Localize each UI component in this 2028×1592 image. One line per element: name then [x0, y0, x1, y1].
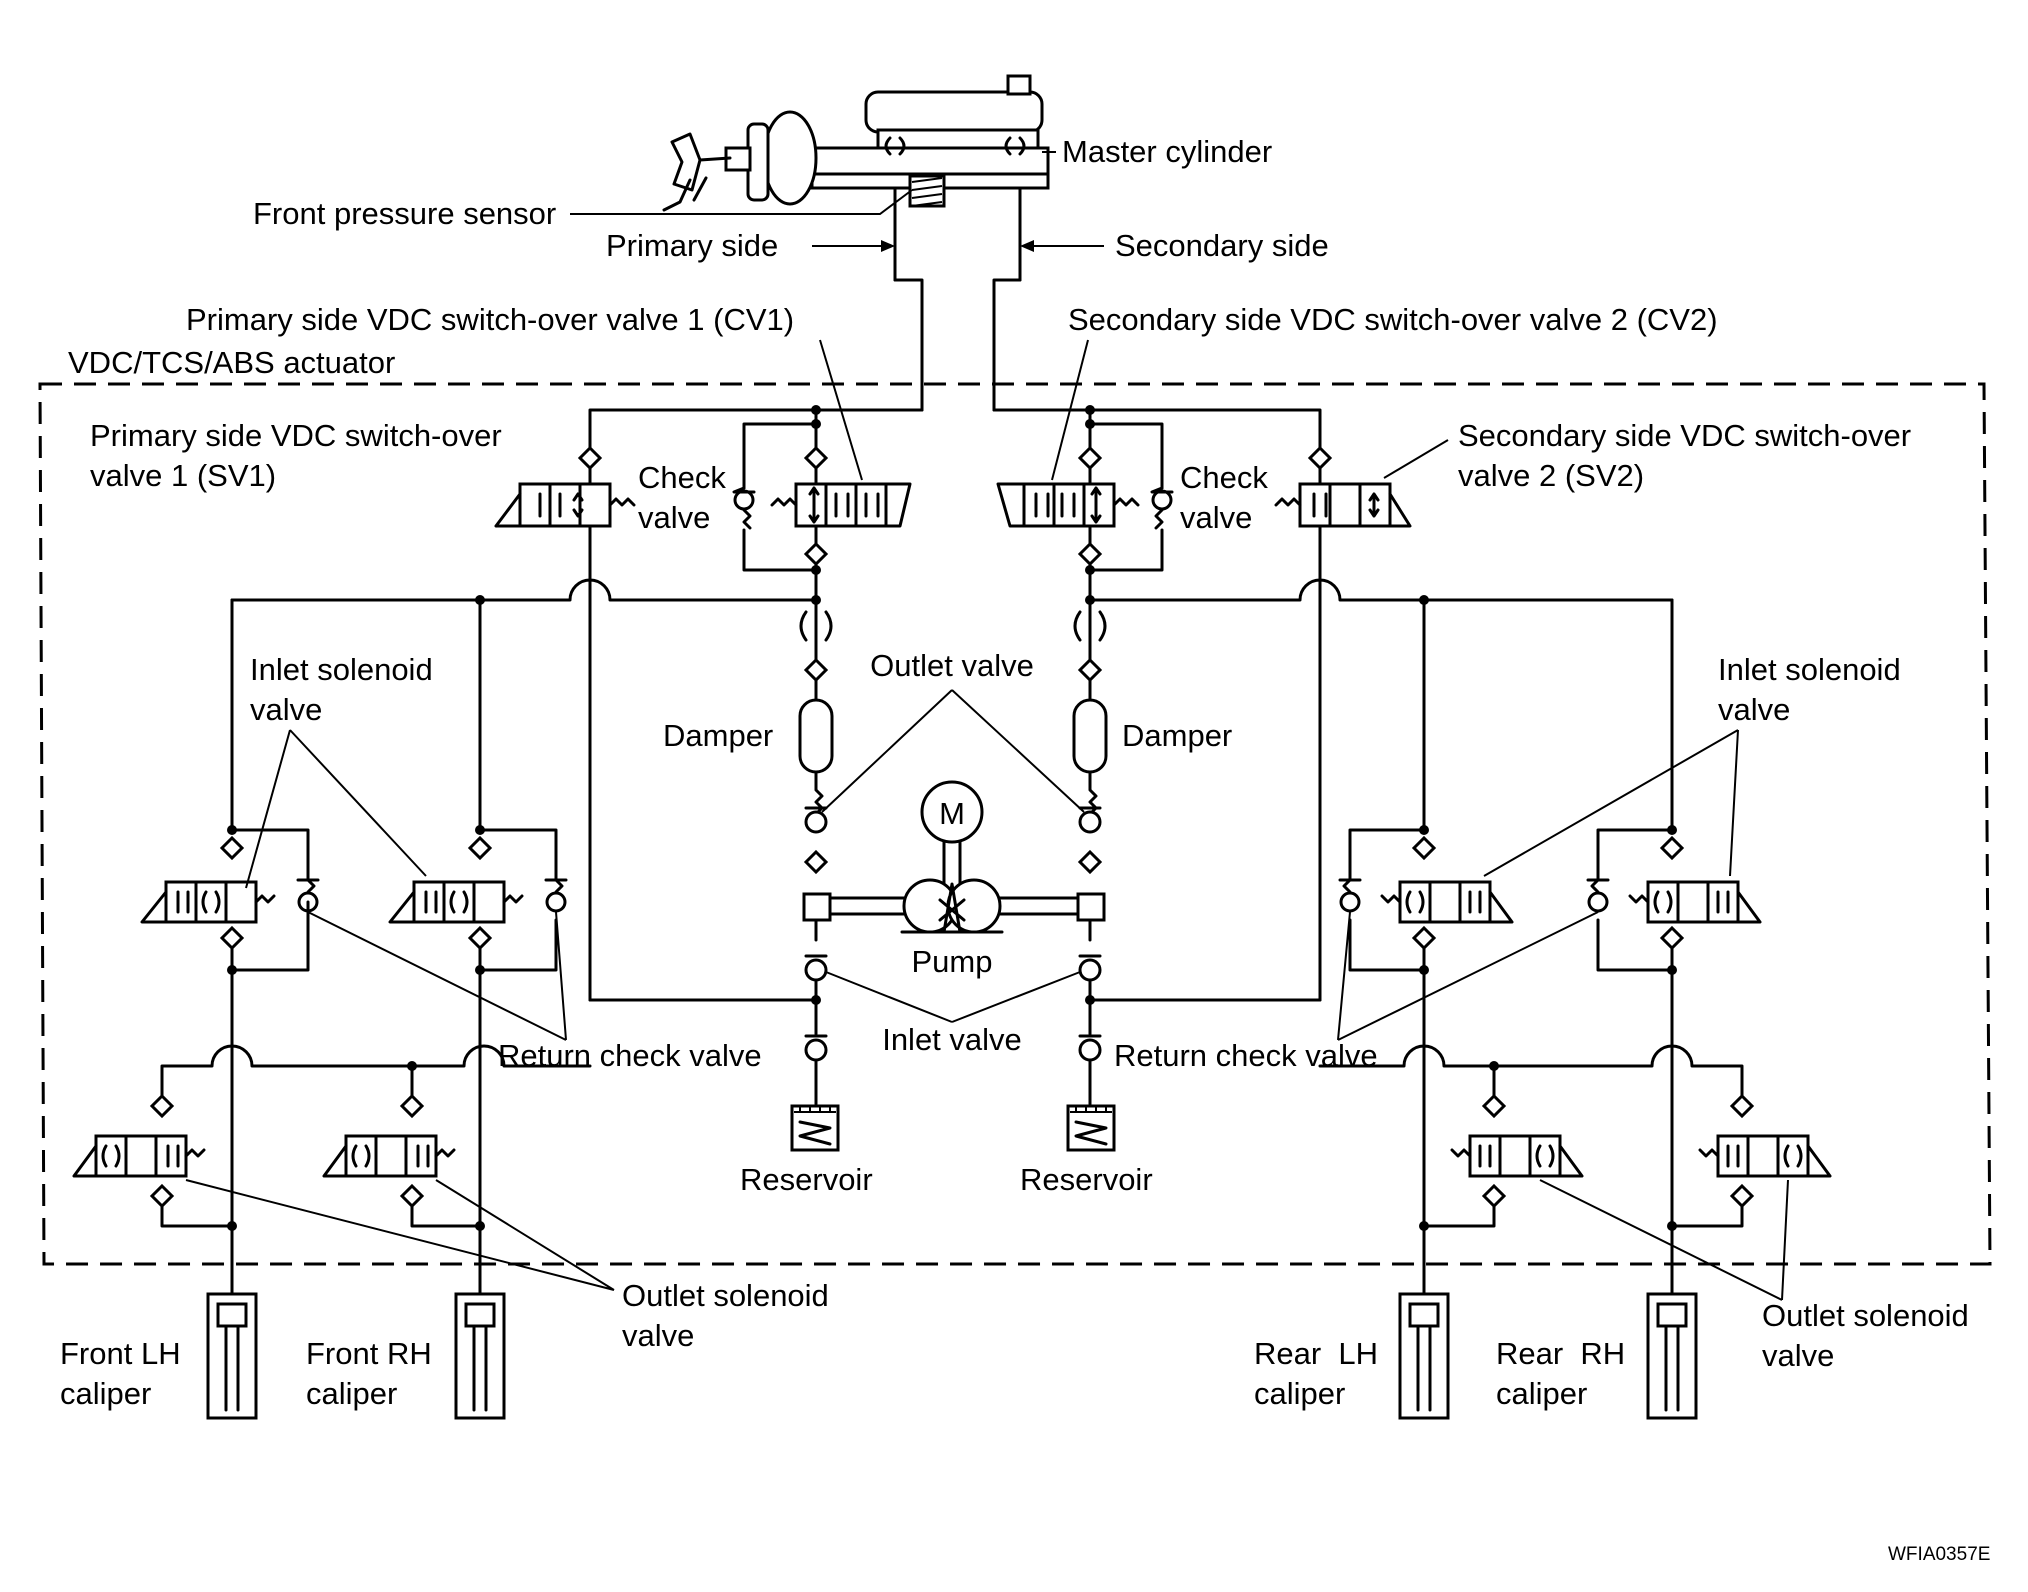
primary-side-label: Primary side: [606, 228, 778, 263]
outlet-solenoid-right-label-line2: valve: [1762, 1338, 1834, 1373]
inlet-solenoid-right-label-line1: Inlet solenoid: [1718, 652, 1901, 687]
inlet-valve-label: Inlet valve: [882, 1022, 1022, 1057]
front-lh-label: Front LH: [60, 1336, 181, 1371]
front-rh-label: Front RH: [306, 1336, 432, 1371]
inlet-solenoid-right-label-line2: valve: [1718, 692, 1790, 727]
outlet-solenoid-left-label-line1: Outlet solenoid: [622, 1278, 829, 1313]
front-rh-caliper: [454, 1292, 506, 1420]
inlet-solenoid-left-label-line2: valve: [250, 692, 322, 727]
sv2-valve: [1274, 482, 1412, 528]
primary-reservoir: [790, 1104, 840, 1152]
primary-pump-circuit: [790, 610, 840, 1152]
sv1-valve: [494, 482, 636, 528]
outlet-solenoid-right-label-line1: Outlet solenoid: [1762, 1298, 1969, 1333]
front-lh-circuit: [72, 825, 592, 1312]
sv2-label-line2: valve 2 (SV2): [1458, 458, 1644, 493]
check-valve-left-label-line2: valve: [638, 500, 710, 535]
return-check-valve-right-label: Return check valve: [1114, 1038, 1378, 1073]
cv2-label: Secondary side VDC switch-over valve 2 (…: [1068, 302, 1718, 337]
primary-damper: [798, 698, 834, 774]
outlet-valve-label: Outlet valve: [870, 648, 1034, 683]
front-lh-caliper-label: caliper: [60, 1376, 151, 1411]
secondary-damper-label: Damper: [1122, 718, 1232, 753]
cv2-valve: [996, 482, 1140, 528]
return-check-valve-left-label: Return check valve: [498, 1038, 762, 1073]
rear-lh-label: Rear LH: [1254, 1336, 1378, 1371]
motor-symbol: M: [939, 796, 965, 831]
rear-rh-label: Rear RH: [1496, 1336, 1625, 1371]
cv1-valve: [770, 482, 912, 528]
secondary-damper: [1072, 698, 1108, 774]
outlet-solenoid-left-label-line2: valve: [622, 1318, 694, 1353]
primary-damper-label: Damper: [663, 718, 773, 753]
front-rh-circuit: [322, 825, 568, 1312]
front-lh-caliper: [206, 1292, 258, 1420]
rear-lh-circuit: [1318, 825, 1744, 1312]
front-pressure-sensor-label: Front pressure sensor: [253, 196, 556, 231]
pump-label: Pump: [912, 944, 993, 979]
actuator-label: VDC/TCS/ABS actuator: [68, 345, 395, 380]
front-pressure-sensor: [908, 174, 946, 208]
pump-motor: M: [828, 780, 1080, 934]
sv2-label-line1: Secondary side VDC switch-over: [1458, 418, 1911, 453]
secondary-reservoir: [1066, 1104, 1116, 1152]
secondary-pump-circuit: [1066, 610, 1116, 1152]
rear-rh-caliper: [1646, 1292, 1698, 1420]
sv1-label-line2: valve 1 (SV1): [90, 458, 276, 493]
sv1-label-line1: Primary side VDC switch-over: [90, 418, 502, 453]
primary-reservoir-label: Reservoir: [740, 1162, 873, 1197]
figure-code: WFIA0357E: [1888, 1544, 1990, 1565]
secondary-side-label: Secondary side: [1115, 228, 1329, 263]
master-cylinder-label: Master cylinder: [1062, 134, 1272, 169]
front-rh-caliper-label: caliper: [306, 1376, 397, 1411]
master-cylinder: [662, 74, 1050, 412]
secondary-reservoir-label: Reservoir: [1020, 1162, 1153, 1197]
rear-rh-circuit: [1586, 825, 1832, 1312]
check-valve-right-label-line2: valve: [1180, 500, 1252, 535]
check-valve-left-label-line1: Check: [638, 460, 726, 495]
inlet-solenoid-left-label-line1: Inlet solenoid: [250, 652, 433, 687]
rear-rh-caliper-label: caliper: [1496, 1376, 1587, 1411]
rear-lh-caliper: [1398, 1292, 1450, 1420]
cv1-label: Primary side VDC switch-over valve 1 (CV…: [186, 302, 794, 337]
rear-lh-caliper-label: caliper: [1254, 1376, 1345, 1411]
actuator-boundary: [38, 382, 1992, 1266]
check-valve-right-label-line1: Check: [1180, 460, 1268, 495]
